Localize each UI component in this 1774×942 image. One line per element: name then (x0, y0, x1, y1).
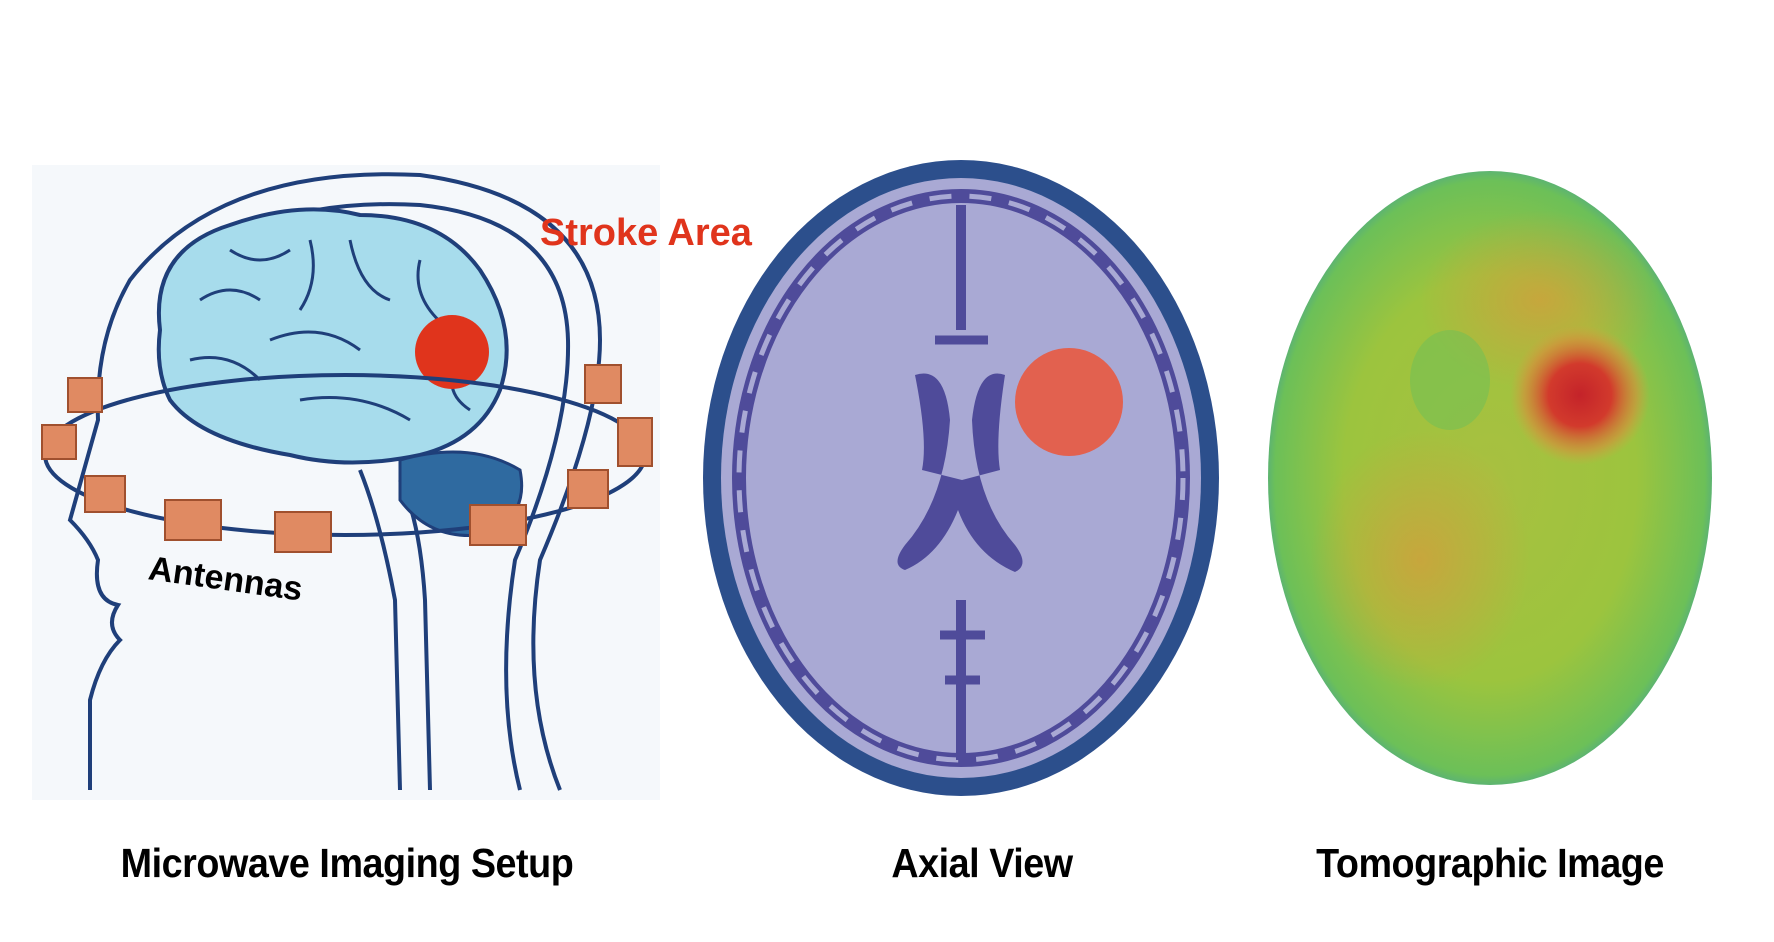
stroke-hotspot (1510, 325, 1650, 465)
stroke-area-label: Stroke Area (540, 212, 752, 254)
antenna (617, 417, 653, 467)
antenna (567, 469, 609, 509)
antenna (84, 475, 126, 513)
caption-microwave-setup: Microwave Imaging Setup (120, 840, 574, 886)
ventricles (897, 373, 1023, 572)
antenna (584, 364, 622, 404)
antenna (469, 504, 527, 546)
antenna (41, 424, 77, 460)
tomographic-image (1268, 171, 1712, 785)
microwave-setup-illustration (32, 165, 660, 800)
caption-tomographic-image: Tomographic Image (1316, 840, 1664, 886)
antenna (274, 511, 332, 553)
stroke-marker (415, 315, 489, 389)
stroke-region (1015, 348, 1123, 456)
caption-axial-view: Axial View (891, 840, 1073, 886)
antenna (164, 499, 222, 541)
antenna (67, 377, 103, 413)
axial-view-illustration (703, 160, 1219, 796)
antennas (41, 364, 653, 553)
